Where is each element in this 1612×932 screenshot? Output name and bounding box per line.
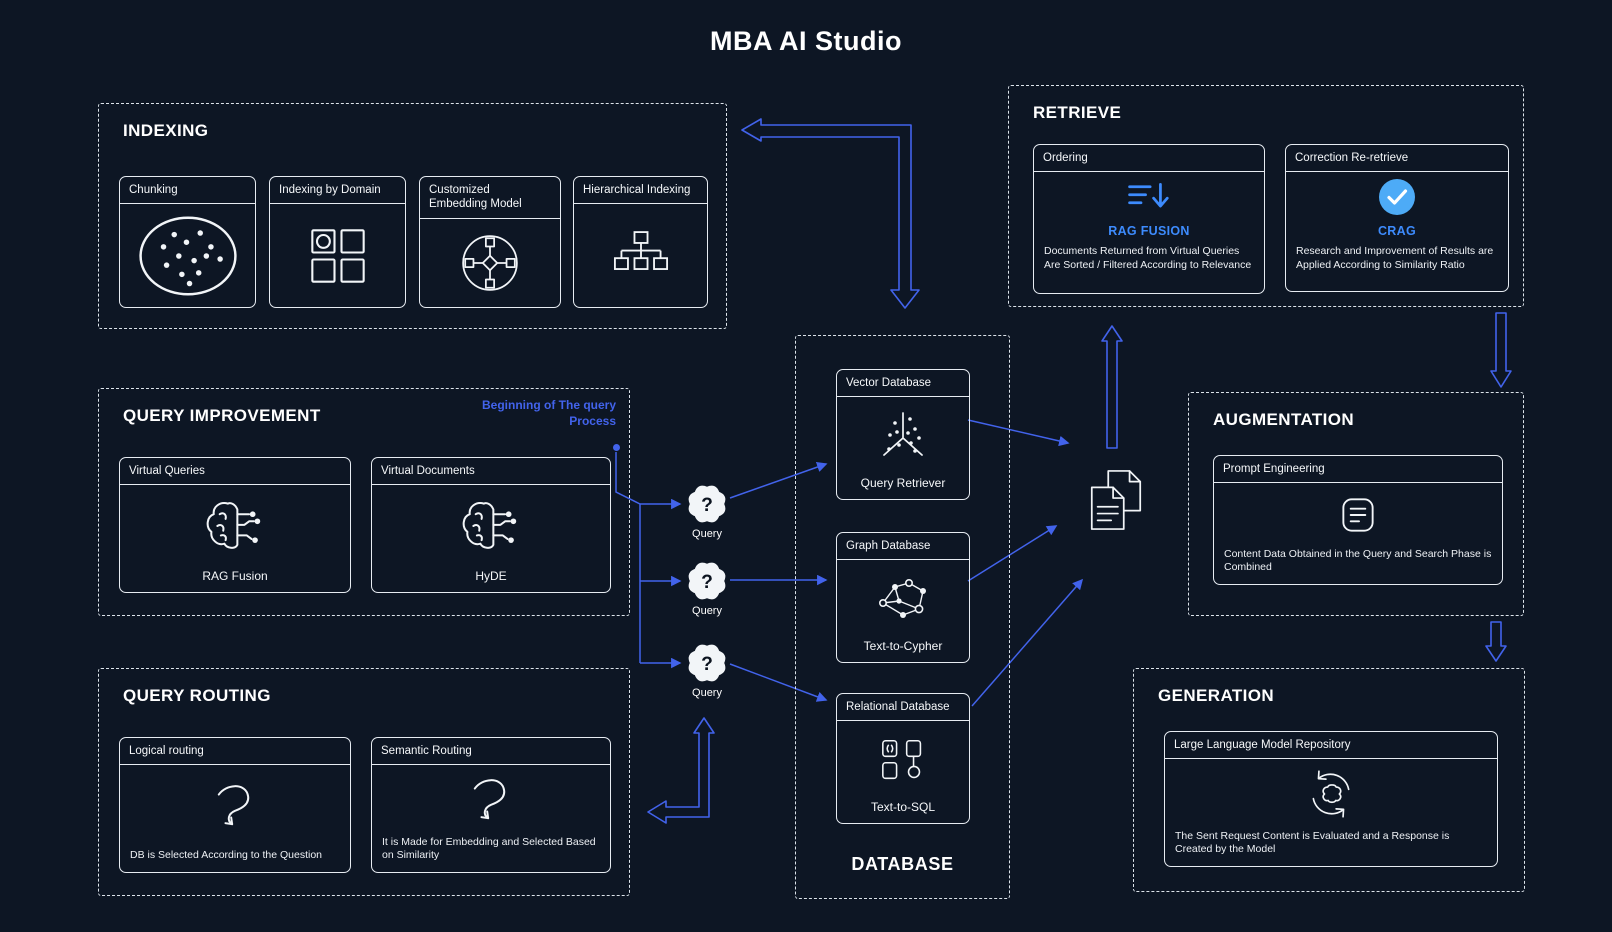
question-blob-icon xyxy=(685,641,729,685)
card-title: Hierarchical Indexing xyxy=(574,177,707,205)
card-title: Prompt Engineering xyxy=(1214,456,1502,484)
query-node-1[interactable]: Query xyxy=(684,482,730,540)
query-node-3[interactable]: Query xyxy=(684,641,730,699)
section-retrieve-title: RETRIEVE xyxy=(1033,103,1122,122)
card-hierarchical-indexing[interactable]: Hierarchical Indexing xyxy=(573,176,708,308)
question-blob-icon xyxy=(685,482,729,526)
documents-copy-icon xyxy=(1085,468,1147,532)
vector-axes-icon xyxy=(875,408,931,464)
card-ordering[interactable]: Ordering RAG FUSION Documents Returned f… xyxy=(1033,144,1265,294)
card-label: RAG FUSION xyxy=(1108,224,1190,239)
section-generation: GENERATION Large Language Model Reposito… xyxy=(1133,668,1525,892)
section-retrieve: RETRIEVE Ordering RAG FUSION Documents R… xyxy=(1008,85,1524,307)
card-description: Content Data Obtained in the Query and S… xyxy=(1224,547,1492,574)
section-database: Vector Database Query Retriever Graph Da… xyxy=(795,335,1010,899)
card-title: Virtual Documents xyxy=(372,458,610,486)
card-indexing-by-domain[interactable]: Indexing by Domain xyxy=(269,176,406,308)
documents-node xyxy=(1085,468,1147,532)
card-description: It is Made for Embedding and Selected Ba… xyxy=(382,835,596,862)
hierarchy-tree-icon xyxy=(608,231,674,281)
card-title: Vector Database xyxy=(837,370,969,398)
card-logical-routing[interactable]: Logical routing DB is Selected According… xyxy=(119,737,351,873)
sort-lines-icon xyxy=(1126,181,1172,213)
card-title: Ordering xyxy=(1034,145,1264,173)
section-query-improvement-title: QUERY IMPROVEMENT xyxy=(123,406,321,425)
card-label: Text-to-SQL xyxy=(870,800,936,814)
chunking-scatter-icon xyxy=(136,213,240,299)
card-correction-re-retrieve[interactable]: Correction Re-retrieve CRAG Research and… xyxy=(1285,144,1509,292)
llm-cycle-icon xyxy=(1305,768,1357,820)
query-node-label: Query xyxy=(692,605,722,617)
card-graph-database[interactable]: Graph Database Text-to-Cypher xyxy=(836,532,970,663)
page-title: MBA AI Studio xyxy=(710,26,902,56)
card-label: CRAG xyxy=(1377,224,1416,239)
curved-arrow-icon xyxy=(470,776,512,824)
card-label: HyDE xyxy=(475,569,507,583)
query-process-start-note: Beginning of The query Process xyxy=(482,398,616,428)
card-description: Research and Improvement of Results are … xyxy=(1296,245,1494,272)
card-description: DB is Selected According to the Question xyxy=(130,849,323,862)
curved-arrow-icon xyxy=(214,782,256,830)
card-chunking[interactable]: Chunking xyxy=(119,176,256,308)
query-node-2[interactable]: Query xyxy=(684,559,730,617)
card-semantic-routing[interactable]: Semantic Routing It is Made for Embeddin… xyxy=(371,737,611,873)
domain-grid-icon xyxy=(310,228,366,284)
section-indexing-title: INDEXING xyxy=(123,121,209,140)
section-augmentation-title: AUGMENTATION xyxy=(1213,410,1355,429)
query-node-label: Query xyxy=(692,687,722,699)
notepad-icon xyxy=(1335,494,1381,536)
graph-nodes-icon xyxy=(875,575,931,623)
card-title: Indexing by Domain xyxy=(270,177,405,205)
card-label: Text-to-Cypher xyxy=(863,639,943,653)
sql-schema-icon xyxy=(879,738,927,782)
card-title: Graph Database xyxy=(837,533,969,561)
card-description: Documents Returned from Virtual Queries … xyxy=(1044,245,1252,272)
brain-circuit-icon xyxy=(458,500,524,552)
card-title: Large Language Model Repository xyxy=(1165,732,1497,760)
card-title: Relational Database xyxy=(837,694,969,722)
section-database-title: DATABASE xyxy=(851,854,954,874)
card-title: Customized Embedding Model xyxy=(420,177,560,219)
section-indexing: INDEXING Chunking Indexing by Domain Cus… xyxy=(98,103,727,329)
section-query-routing-title: QUERY ROUTING xyxy=(123,686,271,705)
section-augmentation: AUGMENTATION Prompt Engineering Content … xyxy=(1188,392,1524,616)
card-label: RAG Fusion xyxy=(202,569,268,583)
card-title: Virtual Queries xyxy=(120,458,350,486)
card-title: Semantic Routing xyxy=(372,738,610,766)
embedding-model-icon xyxy=(459,232,521,294)
question-blob-icon xyxy=(685,559,729,603)
card-title: Logical routing xyxy=(120,738,350,766)
card-prompt-engineering[interactable]: Prompt Engineering Content Data Obtained… xyxy=(1213,455,1503,585)
section-query-improvement: QUERY IMPROVEMENT Virtual Queries RAG Fu… xyxy=(98,388,630,616)
card-description: The Sent Request Content is Evaluated an… xyxy=(1175,829,1450,856)
card-title: Correction Re-retrieve xyxy=(1286,145,1508,173)
card-llm-repository[interactable]: Large Language Model Repository The Sent… xyxy=(1164,731,1498,867)
brain-circuit-icon xyxy=(202,500,268,552)
card-virtual-queries[interactable]: Virtual Queries RAG Fusion xyxy=(119,457,351,593)
card-relational-database[interactable]: Relational Database Text-to-SQL xyxy=(836,693,970,824)
card-customized-embedding-model[interactable]: Customized Embedding Model xyxy=(419,176,561,308)
card-title: Chunking xyxy=(120,177,255,205)
query-process-start-dot xyxy=(613,444,620,451)
query-node-label: Query xyxy=(692,528,722,540)
check-circle-icon xyxy=(1377,177,1417,217)
section-query-routing: QUERY ROUTING Logical routing DB is Sele… xyxy=(98,668,630,896)
card-virtual-documents[interactable]: Virtual Documents HyDE xyxy=(371,457,611,593)
card-vector-database[interactable]: Vector Database Query Retriever xyxy=(836,369,970,500)
section-generation-title: GENERATION xyxy=(1158,686,1275,705)
card-label: Query Retriever xyxy=(860,476,946,490)
